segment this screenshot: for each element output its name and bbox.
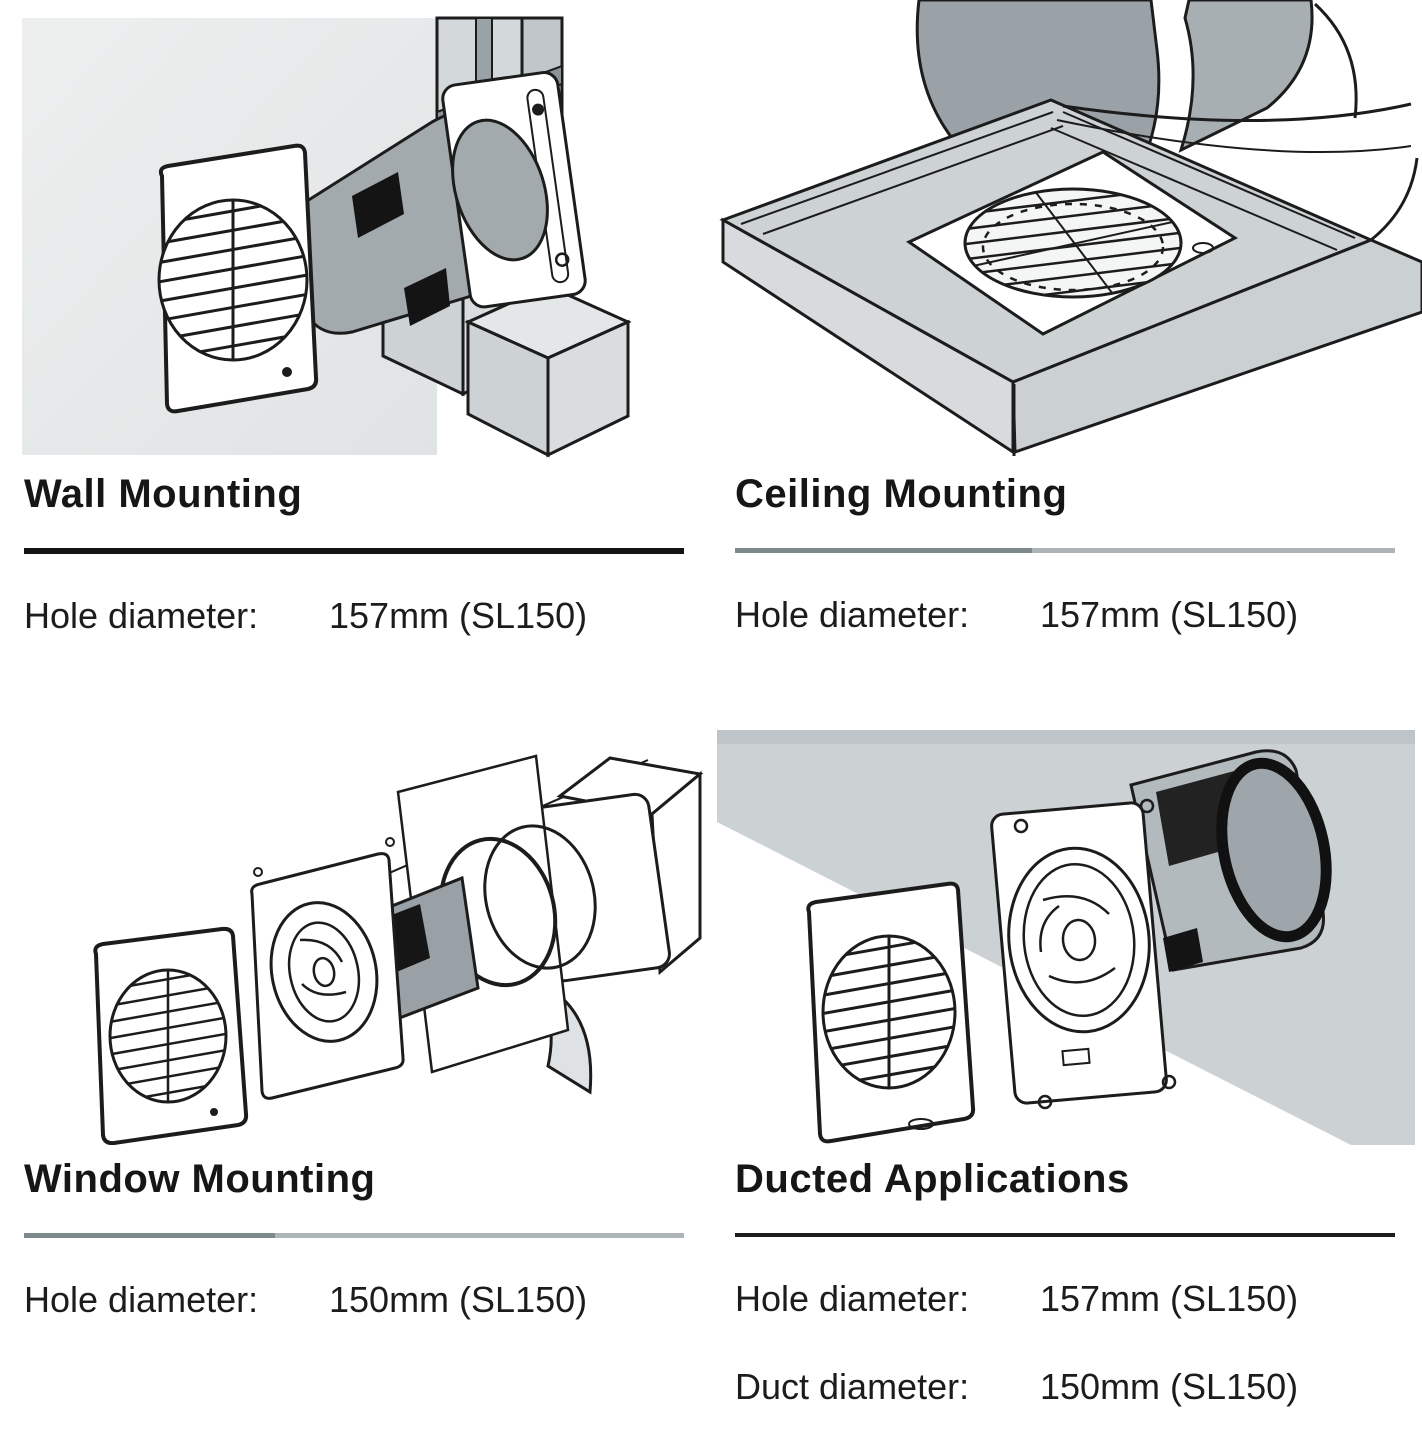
grille-rim-dashes xyxy=(981,202,1165,292)
spec-value: 150mm (SL150) xyxy=(1040,1366,1299,1407)
spec-label: Hole diameter: xyxy=(735,594,970,635)
spec-label: Duct diameter: xyxy=(735,1366,970,1407)
section-title-window: Window Mounting xyxy=(24,1157,376,1201)
section-ducted-applications: Ducted Applications Hole diameter: 157mm … xyxy=(711,700,1422,1456)
panel-detail xyxy=(1192,242,1214,254)
sheet-edge xyxy=(1313,2,1358,119)
spec-row: Hole diameter: 157mm (SL150) xyxy=(735,593,1396,637)
section-title-wall: Wall Mounting xyxy=(24,472,303,516)
divider-rule xyxy=(735,548,1395,553)
divider-rule xyxy=(24,1233,684,1238)
ceiling-fan-panel xyxy=(905,150,1239,336)
wall-mounting-illustration xyxy=(0,0,711,460)
window-mounting-illustration xyxy=(0,700,711,1145)
section-window-mounting: Window Mounting Hole diameter: 150mm (SL1… xyxy=(0,700,711,1456)
duct-cylinder xyxy=(1129,749,1332,972)
spec-row: Hole diameter: 150mm (SL150) xyxy=(24,1278,685,1322)
screw-dot xyxy=(210,1108,218,1116)
section-wall-mounting: Wall Mounting Hole diameter: 157mm (SL150… xyxy=(0,0,711,700)
ducted-applications-illustration xyxy=(711,700,1422,1145)
housing-box xyxy=(528,756,704,983)
fan-plate xyxy=(990,798,1177,1110)
spec-label: Hole diameter: xyxy=(24,595,259,636)
duct-detail-dark xyxy=(404,268,450,326)
spec-value: 150mm (SL150) xyxy=(329,1279,588,1320)
ceiling-mounting-illustration xyxy=(711,0,1422,460)
spec-row: Hole diameter: 157mm (SL150) xyxy=(24,594,685,638)
spec-label: Hole diameter: xyxy=(735,1278,970,1319)
screw-dot xyxy=(282,367,292,377)
front-grille xyxy=(806,881,976,1144)
spec-row: Duct diameter: 150mm (SL150) xyxy=(735,1365,1396,1409)
divider-rule xyxy=(735,1233,1395,1237)
ducted-applications-drawing xyxy=(717,730,1415,1145)
window-mounting-drawing xyxy=(93,754,704,1145)
spec-row: Hole diameter: 157mm (SL150) xyxy=(735,1277,1396,1321)
grille-label-detail xyxy=(908,1118,934,1130)
spec-value: 157mm (SL150) xyxy=(329,595,588,636)
spec-value: 157mm (SL150) xyxy=(1040,1278,1299,1319)
duct-detail-dark xyxy=(352,172,404,238)
section-title-ceiling: Ceiling Mounting xyxy=(735,472,1068,516)
spec-label: Hole diameter: xyxy=(24,1279,259,1320)
front-grille xyxy=(157,143,319,414)
spec-value: 157mm (SL150) xyxy=(1040,594,1299,635)
wall-mounting-drawing xyxy=(22,16,632,458)
section-ceiling-mounting: Ceiling Mounting Hole diameter: 157mm (SL… xyxy=(711,0,1422,700)
ceiling-mounting-drawing xyxy=(719,0,1422,456)
fan-plate xyxy=(250,837,405,1100)
duct-flange xyxy=(451,118,549,262)
section-title-ducted: Ducted Applications xyxy=(735,1157,1130,1201)
divider-rule xyxy=(24,548,684,554)
front-grille xyxy=(93,926,249,1145)
duct-sheet xyxy=(1178,0,1314,153)
